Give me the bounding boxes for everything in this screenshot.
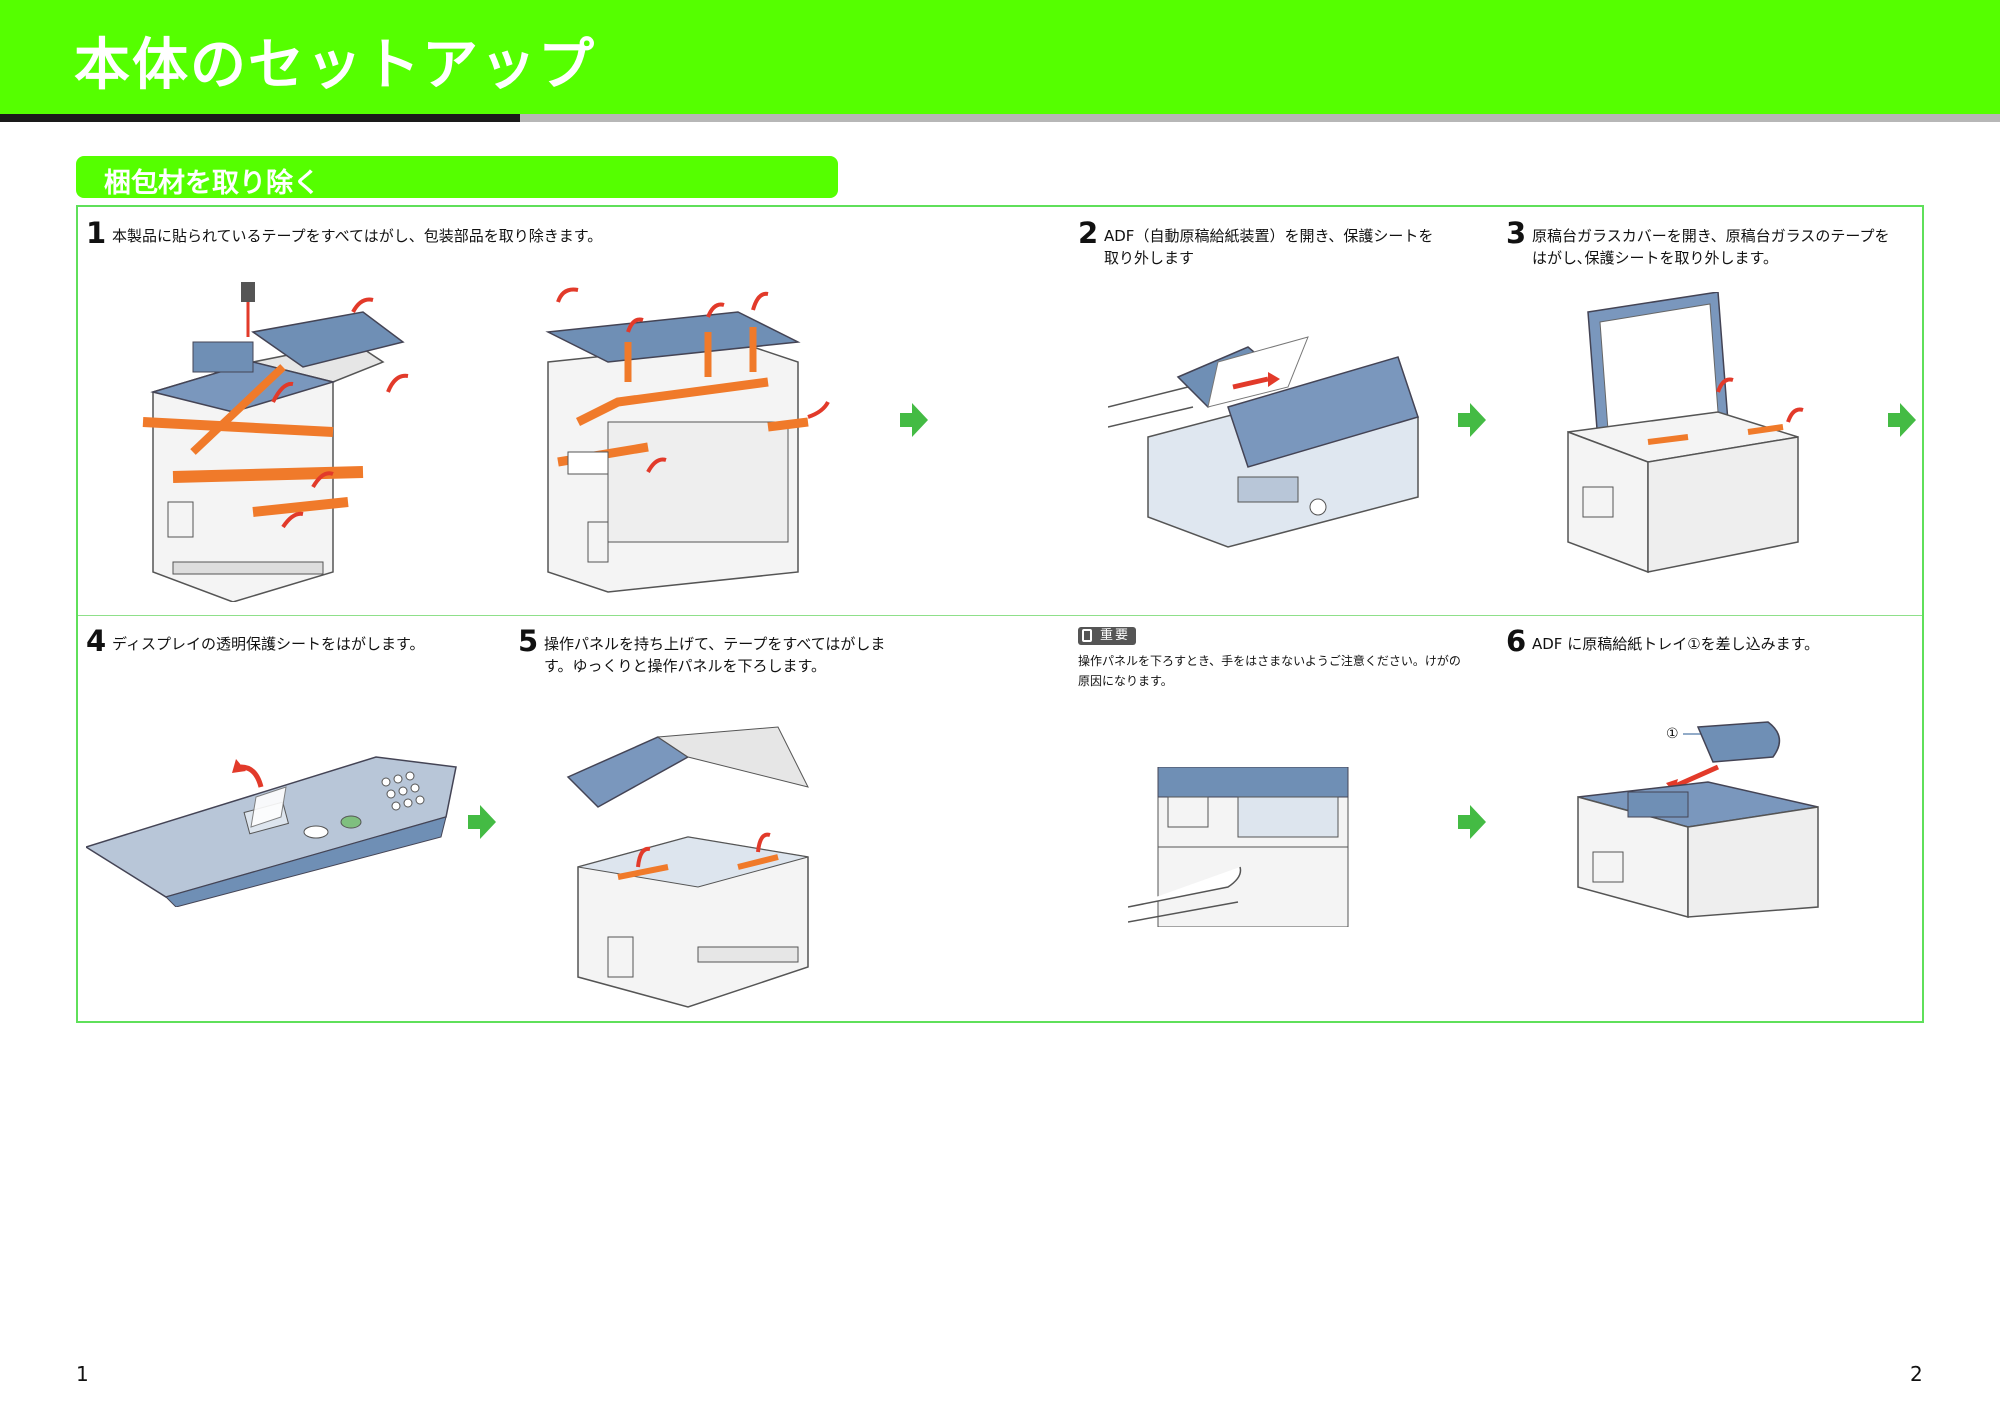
next-arrow-icon <box>1458 403 1486 437</box>
display-protective-sheet-illustration <box>86 756 457 907</box>
step-text: 原稿台ガラスカバーを開き、原稿台ガラスのテープをはがし､保護シートを取り外します… <box>1532 227 1890 267</box>
operation-panel-lift-illustration <box>566 726 809 1008</box>
next-arrow-icon <box>1888 403 1916 437</box>
next-arrow-icon <box>1458 805 1486 839</box>
step-4: 4 ディスプレイの透明保護シートをはがします。 <box>86 627 506 667</box>
important-label: 重要 <box>1100 628 1131 643</box>
step-6: 6 ADF に原稿給紙トレイ①を差し込みます。 <box>1506 627 1906 667</box>
section-heading: 梱包材を取り除く <box>76 156 838 199</box>
step-number: 4 <box>86 624 107 658</box>
page-number-left: 1 <box>76 1362 89 1386</box>
step-text: ADF（自動原稿給紙装置）を開き、保護シートを取り外します <box>1104 227 1434 267</box>
section-title: 梱包材を取り除く <box>104 168 320 199</box>
step-text: 本製品に貼られているテープをすべてはがし、包装部品を取り除きます。 <box>112 227 603 245</box>
page-number-right: 2 <box>1910 1362 1923 1386</box>
next-arrow-icon <box>900 403 928 437</box>
printer-front-tapes-illustration <box>142 282 409 602</box>
adf-protective-sheet-illustration <box>1108 336 1419 548</box>
platen-glass-tape-illustration <box>1567 292 1804 574</box>
step-text: ディスプレイの透明保護シートをはがします。 <box>112 635 425 653</box>
header-band: 本体のセットアップ <box>0 0 2000 118</box>
step-number: 1 <box>86 216 107 250</box>
instructions-panel: 1 本製品に貼られているテープをすべてはがし、包装部品を取り除きます。 <box>76 205 1924 1023</box>
callout-marker: ① <box>1666 726 1679 742</box>
step-number: 5 <box>518 624 539 658</box>
step-number: 3 <box>1506 216 1527 250</box>
step-number: 2 <box>1078 216 1099 250</box>
document-feeder-tray-illustration <box>1577 721 1819 918</box>
row-divider <box>78 615 1922 616</box>
step-number: 6 <box>1506 624 1527 658</box>
step-5: 5 操作パネルを持ち上げて、テープをすべてはがします。ゆっくりと操作パネルを下ろ… <box>518 627 898 707</box>
hand-caution-illustration <box>1128 767 1349 927</box>
step-text: 操作パネルを持ち上げて、テープをすべてはがします。ゆっくりと操作パネルを下ろしま… <box>544 635 886 675</box>
next-arrow-icon <box>468 805 496 839</box>
step-1: 1 本製品に貼られているテープをすべてはがし、包装部品を取り除きます。 <box>86 219 986 279</box>
step-2: 2 ADF（自動原稿給紙装置）を開き、保護シートを取り外します <box>1078 219 1458 279</box>
header-rule-dark <box>0 114 520 122</box>
printer-rear-tapes-illustration <box>545 287 830 593</box>
note-icon <box>1082 629 1092 642</box>
important-note-text: 操作パネルを下ろすとき、手をはさまないようご注意ください。けがの原因になります。 <box>1078 654 1461 688</box>
header-rule-light <box>520 114 2000 122</box>
page-title: 本体のセットアップ <box>74 33 596 98</box>
step-text: ADF に原稿給紙トレイ①を差し込みます。 <box>1532 635 1820 653</box>
important-badge: 重要 <box>1078 627 1136 645</box>
step-3: 3 原稿台ガラスカバーを開き、原稿台ガラスのテープをはがし､保護シートを取り外し… <box>1506 219 1906 279</box>
